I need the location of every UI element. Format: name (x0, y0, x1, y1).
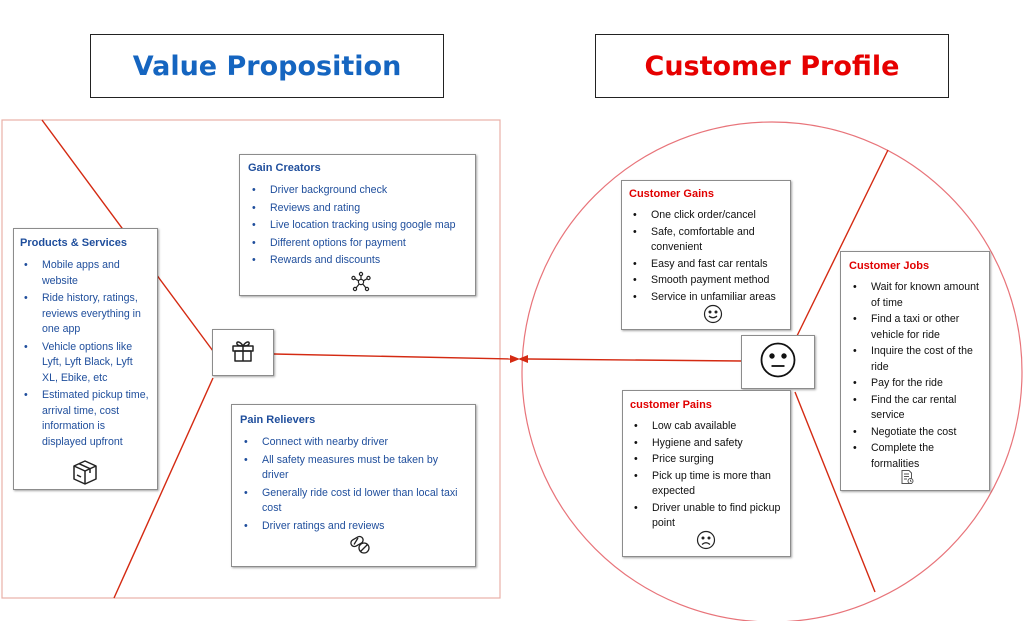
fit-connector-right (527, 358, 742, 362)
neutral-face-icon-box (741, 335, 815, 389)
customer-profile-title-box: Customer Profile (595, 34, 949, 98)
list-item: Find the car rental service (849, 393, 983, 424)
list-item: Ride history, ratings, reviews everythin… (20, 291, 151, 338)
list-item: Different options for payment (248, 236, 467, 252)
smile-icon (703, 304, 723, 329)
list-item: Generally ride cost id lower than local … (240, 486, 467, 517)
gain-creators-box: Gain Creators Driver background check Re… (239, 154, 476, 296)
list-item: Easy and fast car rentals (629, 257, 783, 273)
list-item: Vehicle options like Lyft, Lyft Black, L… (20, 340, 151, 387)
list-item: Find a taxi or other vehicle for ride (849, 312, 983, 343)
list-item: Safe, comfortable and convenient (629, 225, 783, 256)
fit-arrowhead-right (518, 355, 528, 363)
list-item: Hygiene and safety (630, 436, 783, 452)
network-icon (350, 271, 372, 298)
customer-jobs-box: Customer Jobs Wait for known amount of t… (840, 251, 990, 491)
list-item: Connect with nearby driver (240, 435, 467, 451)
profile-divider-bottom (794, 391, 876, 593)
customer-pains-heading: customer Pains (630, 399, 712, 411)
customer-jobs-heading: Customer Jobs (849, 260, 930, 272)
neutral-face-icon (759, 341, 797, 384)
customer-gains-heading: Customer Gains (629, 188, 714, 200)
list-item: Driver ratings and reviews (240, 519, 467, 535)
profile-divider-top (794, 149, 889, 341)
frown-icon (696, 530, 716, 555)
list-item: Pick up time is more than expected (630, 469, 783, 500)
list-item: Estimated pickup time, arrival time, cos… (20, 388, 151, 450)
list-item: Smooth payment method (629, 273, 783, 289)
customer-profile-title: Customer Profile (644, 50, 900, 82)
list-item: Mobile apps and website (20, 258, 151, 289)
pills-icon (349, 535, 371, 560)
list-item: Service in unfamiliar areas (629, 290, 783, 306)
fit-arrowhead-left (510, 355, 520, 363)
list-item: Wait for known amount of time (849, 280, 983, 311)
fit-connector-left (273, 353, 513, 360)
list-item: Rewards and discounts (248, 253, 467, 269)
gift-icon (230, 337, 256, 368)
customer-jobs-list: Wait for known amount of time Find a tax… (849, 280, 983, 472)
customer-pains-list: Low cab available Hygiene and safety Pri… (630, 419, 783, 532)
customer-pains-box: customer Pains Low cab available Hygiene… (622, 390, 791, 557)
list-item: Live location tracking using google map (248, 218, 467, 234)
list-item: All safety measures must be taken by dri… (240, 453, 467, 484)
list-item: Driver background check (248, 183, 467, 199)
value-map-divider-bottom (113, 377, 214, 599)
list-item: Complete the formalities (849, 441, 983, 472)
pain-relievers-list: Connect with nearby driver All safety me… (240, 435, 467, 534)
list-item: Price surging (630, 452, 783, 468)
gain-creators-heading: Gain Creators (248, 162, 321, 174)
list-item: Inquire the cost of the ride (849, 344, 983, 375)
list-item: Reviews and rating (248, 201, 467, 217)
list-item: Driver unable to find pickup point (630, 501, 783, 532)
list-item: Negotiate the cost (849, 425, 983, 441)
document-icon (899, 469, 915, 490)
box-icon (71, 458, 99, 491)
gift-icon-box (212, 329, 274, 376)
products-services-list: Mobile apps and website Ride history, ra… (20, 258, 151, 450)
pain-relievers-heading: Pain Relievers (240, 414, 316, 426)
products-services-heading: Products & Services (20, 237, 127, 249)
value-proposition-title-box: Value Proposition (90, 34, 444, 98)
customer-profile-circle (521, 121, 1023, 621)
list-item: One click order/cancel (629, 208, 783, 224)
list-item: Low cab available (630, 419, 783, 435)
gain-creators-list: Driver background check Reviews and rati… (248, 183, 467, 269)
value-proposition-title: Value Proposition (132, 50, 402, 82)
list-item: Pay for the ride (849, 376, 983, 392)
pain-relievers-box: Pain Relievers Connect with nearby drive… (231, 404, 476, 567)
customer-gains-list: One click order/cancel Safe, comfortable… (629, 208, 783, 305)
products-services-box: Products & Services Mobile apps and webs… (13, 228, 158, 490)
customer-gains-box: Customer Gains One click order/cancel Sa… (621, 180, 791, 330)
